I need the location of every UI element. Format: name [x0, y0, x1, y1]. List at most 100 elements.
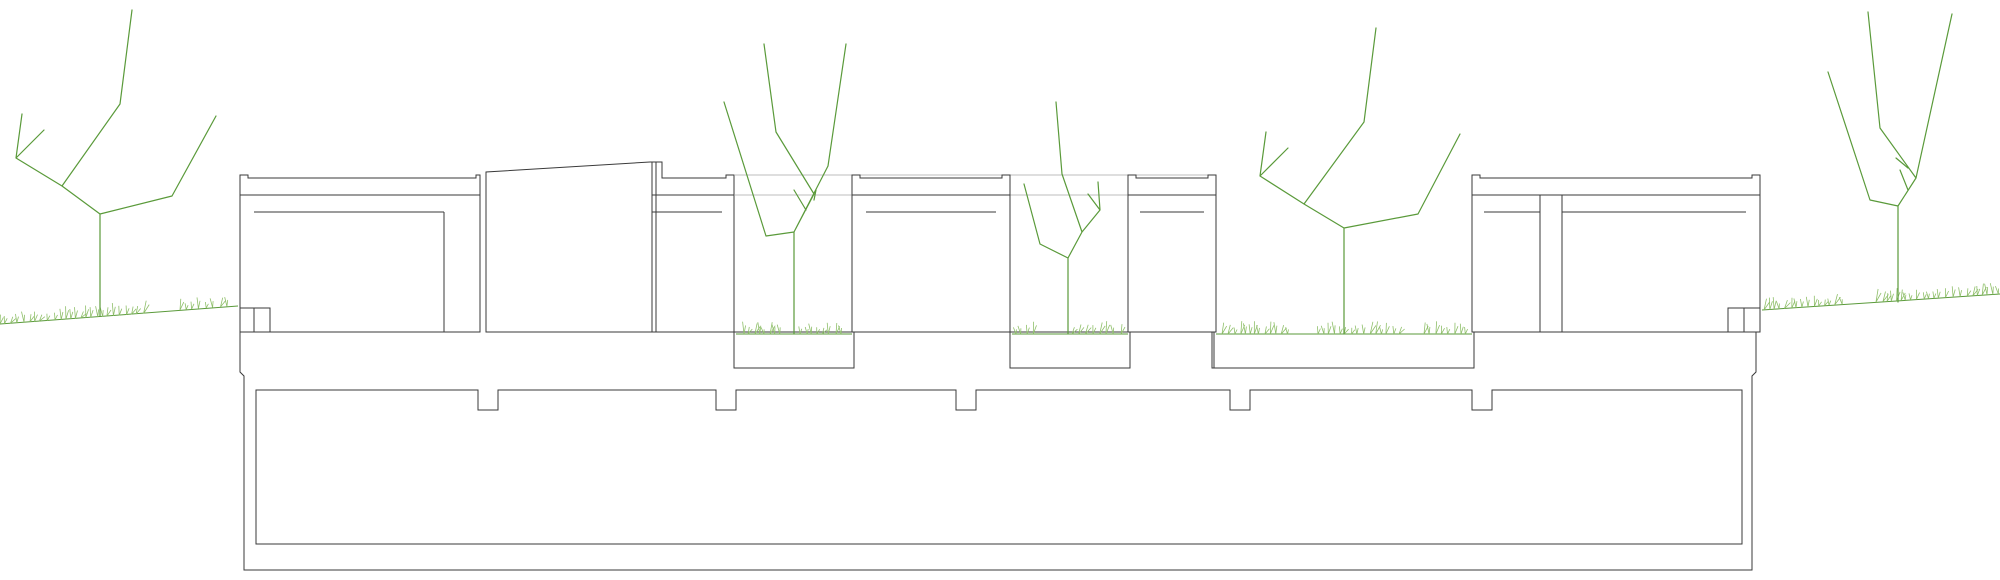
grass-tuft [1932, 291, 1937, 299]
grass-tuft [1026, 324, 1030, 335]
pavilion-sloped-right-wing [651, 161, 735, 333]
grass-tuft [1110, 324, 1115, 335]
grass-tuft [10, 316, 17, 324]
grass-tuft [1976, 285, 1981, 296]
grass-tuft [1813, 295, 1818, 307]
grass-tuft [46, 313, 51, 321]
grass-tuft [798, 326, 803, 335]
grass-tuft [1890, 290, 1894, 302]
grass-tuft [1776, 301, 1780, 310]
grass-tuft [1105, 321, 1111, 335]
grass-tuft [65, 306, 69, 320]
grass-tuft [1385, 322, 1390, 335]
grass-tuft [1900, 289, 1906, 301]
pavilion-middle-b-outline [1127, 174, 1217, 333]
grass-tuft [1922, 292, 1927, 300]
grass-tuft [179, 298, 185, 311]
pavilion-right [1471, 174, 1761, 333]
grass-tuft [1435, 321, 1440, 335]
grass-tuft [1426, 323, 1431, 335]
grass-tuft [1772, 297, 1777, 310]
grass-tuft [1908, 293, 1913, 300]
grass-tuft [74, 307, 78, 319]
grass-tuft [1269, 321, 1275, 335]
grass-tuft [1331, 321, 1336, 335]
tree-courtyard-2 [1023, 101, 1101, 335]
grass-tuft [1984, 283, 1988, 295]
tree-courtyard-3 [1259, 27, 1461, 335]
grass-tuft [1099, 322, 1106, 335]
grass-tuft [804, 326, 809, 335]
grass-tuft [1317, 326, 1321, 335]
grass-tuft [757, 322, 762, 335]
grass-tuft [816, 327, 821, 335]
grass-tuft [1351, 327, 1356, 335]
grass-tuft [1951, 286, 1956, 298]
pavilion-left-light-well [240, 307, 271, 332]
grass-tuft [760, 327, 765, 335]
grass-tuft [747, 326, 753, 335]
grass-tuft [1339, 326, 1343, 335]
grass-tuft [1834, 293, 1841, 306]
grass-tuft [1248, 324, 1253, 335]
pavilion-right-column-pair [1539, 195, 1563, 332]
grass-tuft [1916, 289, 1920, 300]
grass-tuft [1446, 327, 1451, 335]
grass-tuft [771, 324, 776, 335]
grass-tuft [1085, 324, 1092, 335]
grass-tuft [29, 314, 35, 323]
grass-tuft [1995, 285, 1999, 295]
grass-tuft [1989, 283, 1994, 295]
pavilion-right-outline [1471, 174, 1761, 333]
grass-tuft [1805, 296, 1810, 307]
grass-tuft [769, 322, 776, 335]
grass-tuft [1285, 327, 1289, 335]
pavilion-right-light-well [1727, 307, 1760, 332]
grass-tuft [1769, 297, 1773, 310]
tree-far-right [1827, 11, 1953, 303]
courtyard-3-planter [1213, 332, 1475, 369]
grass-tuft [1902, 292, 1907, 301]
grass-tuft [1827, 298, 1832, 306]
grass-tuft [59, 308, 64, 320]
grass-tuft [209, 298, 214, 308]
grass-tuft [1936, 289, 1941, 299]
grass-tuft [838, 325, 842, 335]
grass-tuft [826, 322, 831, 335]
basement-inner-space [255, 389, 1743, 545]
grass-tuft [15, 313, 19, 323]
grass-tuft [1886, 293, 1892, 302]
grass-tuft [1763, 298, 1770, 311]
grass-tuft [1013, 327, 1017, 335]
grass-tuft [1071, 327, 1078, 335]
grass-tuft [1440, 325, 1445, 335]
ground-line-right [1761, 293, 2000, 311]
grass-tuft [808, 323, 813, 335]
grass-tuft [1256, 325, 1260, 335]
grass-tuft [1392, 326, 1397, 335]
grass-tuft [1379, 327, 1384, 335]
tree-courtyard-1 [723, 43, 847, 335]
grass-tuft [184, 303, 189, 310]
grass-tuft [1343, 327, 1349, 335]
pavilion-sloped [485, 161, 735, 333]
pavilion-middle-a-outline [851, 174, 1011, 333]
grass-tuft [85, 305, 89, 318]
basement [239, 331, 1757, 571]
grass-tuft [54, 312, 58, 321]
grass-tuft [1818, 299, 1822, 307]
grass-tuft [196, 297, 201, 309]
grass-tuft [1945, 288, 1949, 298]
grass-tuft [106, 307, 112, 317]
pavilion-middle-b [1127, 174, 1217, 333]
grass-tuft [205, 301, 209, 309]
ground-lines [0, 293, 2000, 335]
grass-tuft [1264, 326, 1270, 335]
grass-tuft [1793, 298, 1798, 308]
grass-tuft [135, 306, 142, 315]
grass-tufts [0, 283, 1999, 335]
grass-tuft [1221, 322, 1228, 335]
grass-tuft [1454, 322, 1459, 335]
trees [15, 9, 1953, 335]
grass-tuft [1017, 325, 1022, 335]
